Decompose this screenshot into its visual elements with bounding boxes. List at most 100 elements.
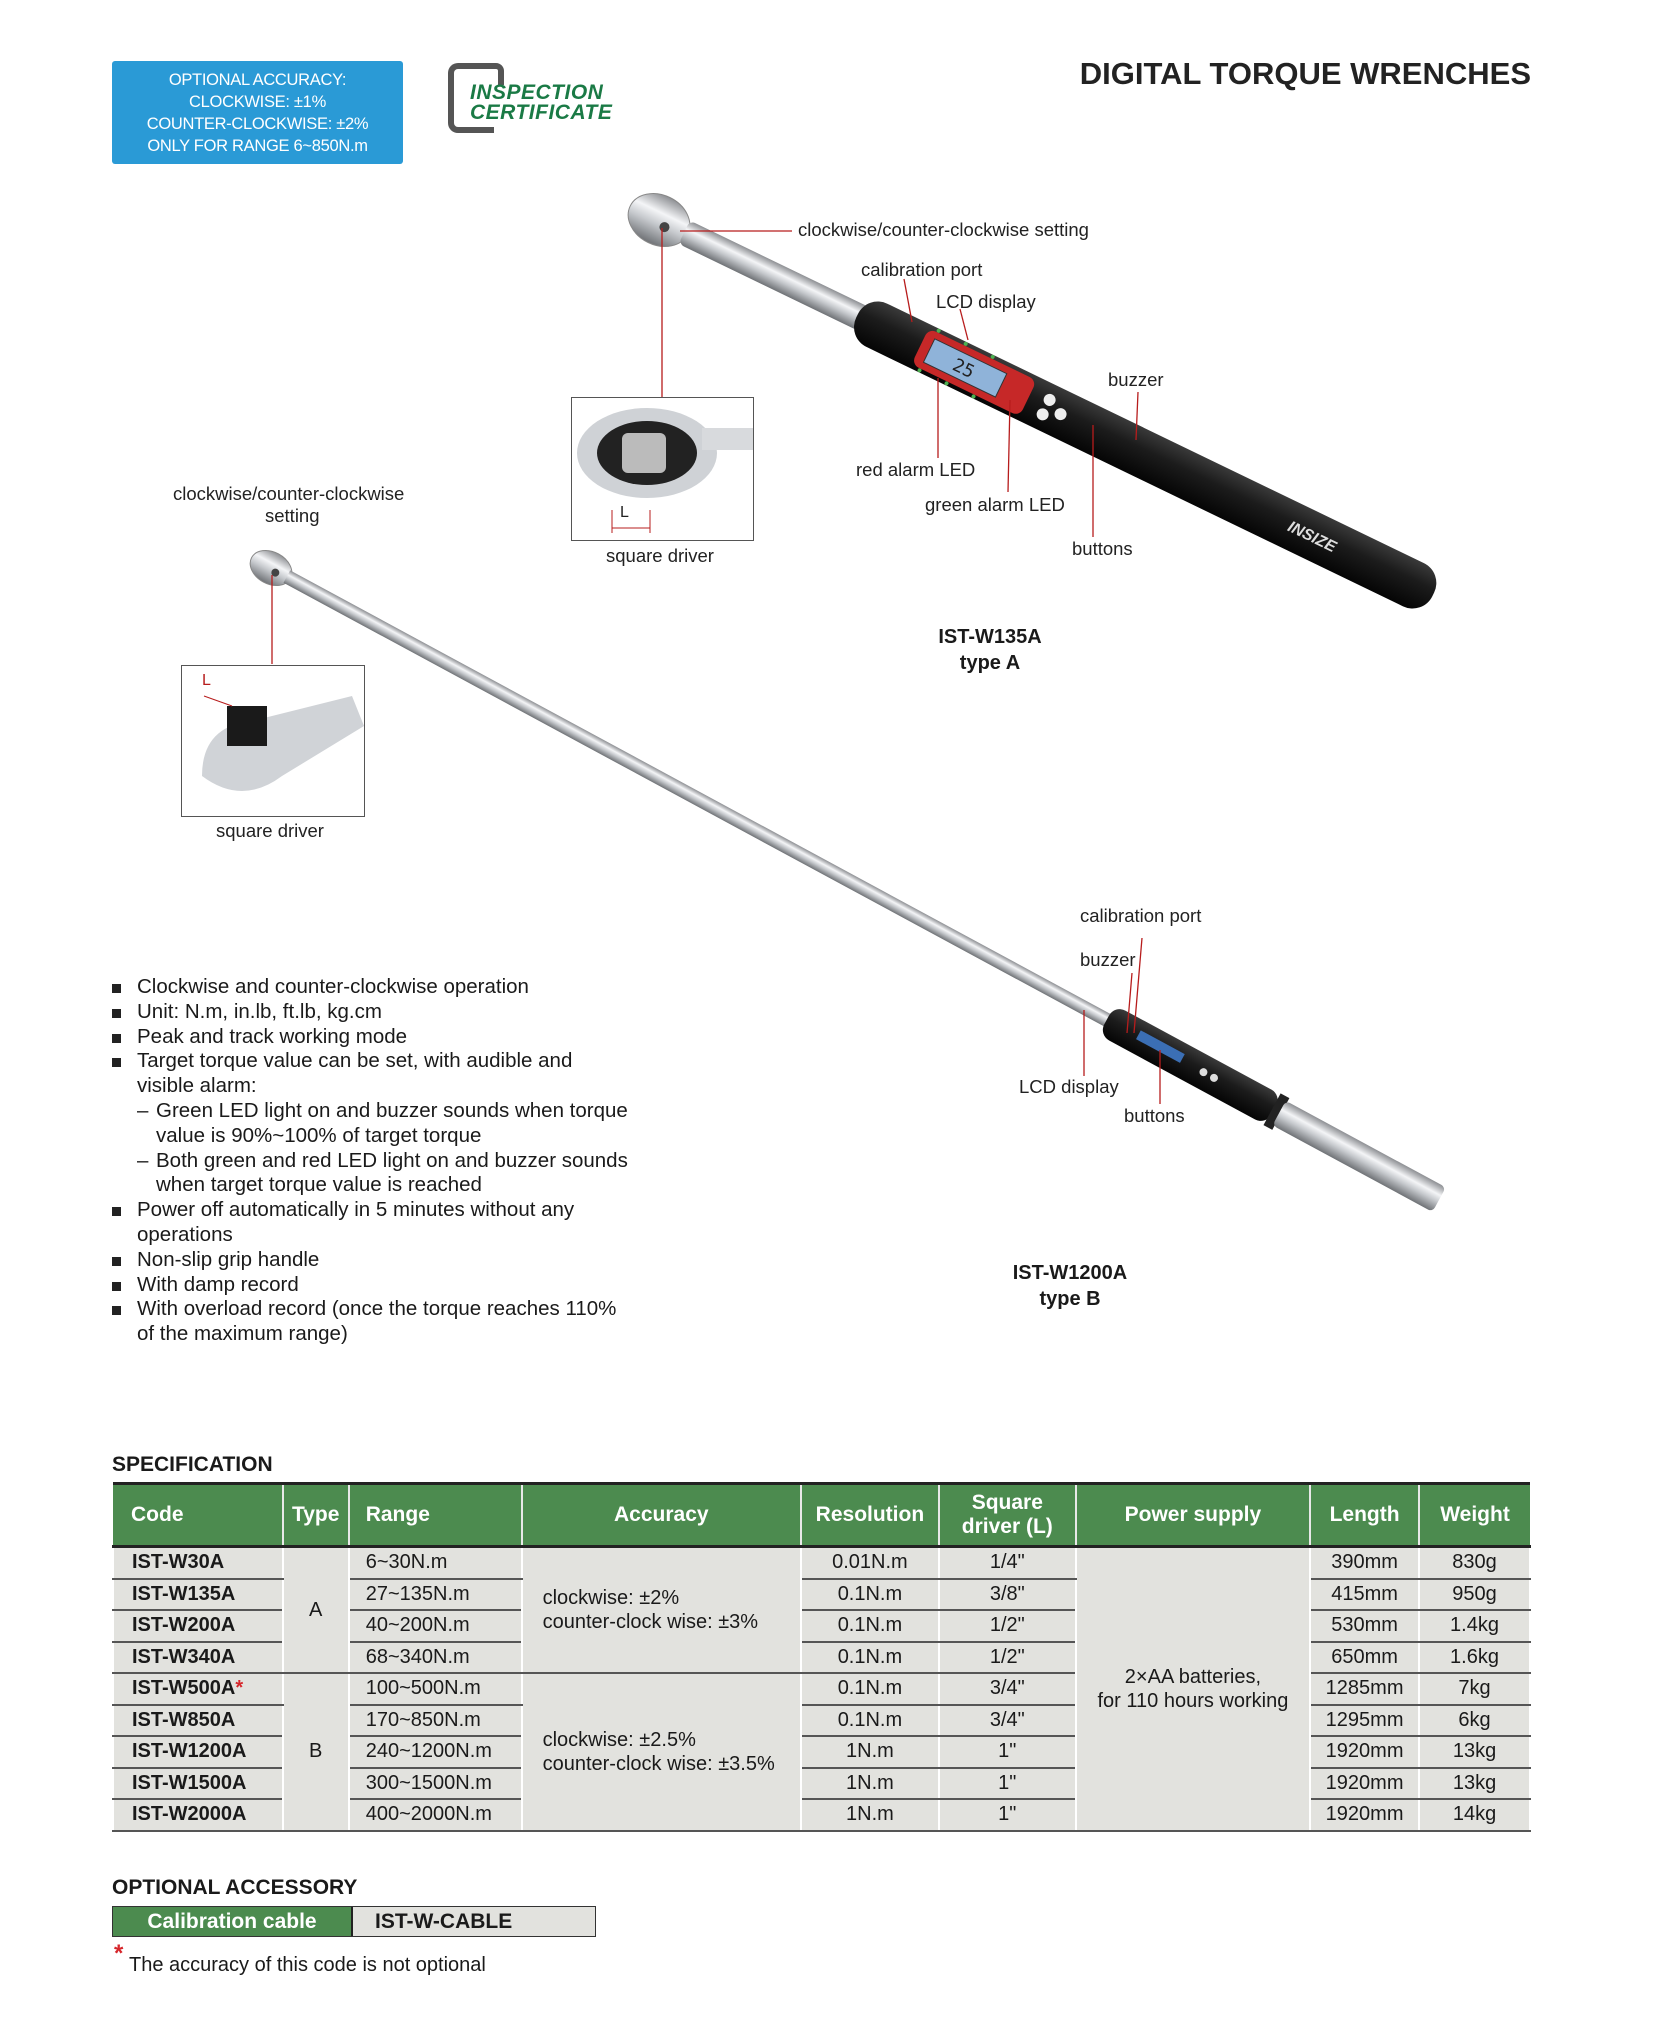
- column-header: Type: [281, 1482, 349, 1548]
- range-cell: 240~1200N.m: [347, 1735, 523, 1769]
- weight-cell: 14kg: [1418, 1798, 1531, 1832]
- type-cell: B: [281, 1672, 350, 1832]
- accuracy-cell: clockwise: ±2%counter-clock wise: ±3%: [520, 1545, 802, 1674]
- resolution-cell: 1N.m: [799, 1766, 940, 1800]
- specification-table: Code Type Range Accuracy Resolution Squa…: [112, 1482, 1531, 1832]
- weight-cell: 950g: [1418, 1577, 1531, 1611]
- label-square-driver-a: square driver: [606, 545, 714, 566]
- code-cell: IST-W1500A: [112, 1766, 284, 1800]
- range-cell: 27~135N.m: [347, 1577, 523, 1611]
- column-header: Range: [347, 1482, 522, 1548]
- feature-list: Clockwise and counter-clockwise operatio…: [112, 975, 632, 1347]
- feature-item: Unit: N.m, in.lb, ft.lb, kg.cm: [112, 1000, 632, 1025]
- label-buzzer-a: buzzer: [1108, 369, 1164, 390]
- resolution-cell: 0.1N.m: [799, 1609, 940, 1643]
- weight-cell: 7kg: [1418, 1672, 1531, 1706]
- resolution-cell: 0.1N.m: [799, 1577, 940, 1611]
- weight-cell: 13kg: [1418, 1766, 1531, 1800]
- length-cell: 1295mm: [1309, 1703, 1421, 1737]
- length-cell: 1920mm: [1309, 1735, 1421, 1769]
- length-cell: 1920mm: [1309, 1798, 1421, 1832]
- range-cell: 40~200N.m: [347, 1609, 523, 1643]
- code-cell: IST-W2000A: [112, 1798, 284, 1832]
- badge-line: ONLY FOR RANGE 6~850N.m: [147, 136, 368, 155]
- column-header: Accuracy: [520, 1482, 801, 1548]
- page-title: DIGITAL TORQUE WRENCHES: [1079, 56, 1531, 91]
- label-lcd-display-a: LCD display: [936, 291, 1036, 312]
- leader-lines-a: [661, 228, 1139, 537]
- badge-line: OPTIONAL ACCURACY:: [168, 70, 347, 89]
- accuracy-cell: clockwise: ±2.5%counter-clock wise: ±3.5…: [520, 1672, 802, 1832]
- range-cell: 300~1500N.m: [347, 1766, 523, 1800]
- label-buttons-a: buttons: [1072, 538, 1133, 559]
- length-cell: 390mm: [1309, 1545, 1421, 1580]
- weight-cell: 13kg: [1418, 1735, 1531, 1769]
- code-cell: IST-W135A: [112, 1577, 284, 1611]
- inspection-certificate-logo: INSPECTION CERTIFICATE: [448, 61, 648, 133]
- certificate-logo-line: CERTIFICATE: [470, 101, 613, 124]
- resolution-cell: 1N.m: [799, 1735, 940, 1769]
- label-calibration-port-a: calibration port: [861, 259, 983, 280]
- square-driver-cell: 1/4": [937, 1545, 1077, 1580]
- accuracy-line: clockwise: ±2.5%: [542, 1728, 696, 1751]
- column-header: Resolution: [799, 1482, 939, 1548]
- square-driver-cell: 3/8": [937, 1577, 1077, 1611]
- accuracy-line: counter-clock wise: ±3%: [542, 1611, 759, 1633]
- length-cell: 650mm: [1309, 1640, 1421, 1674]
- footnote-text: The accuracy of this code is not optiona…: [129, 1954, 486, 1976]
- product-code: IST-W850A: [132, 1708, 236, 1731]
- label-calibration-port-b: calibration port: [1080, 905, 1202, 926]
- product-code: IST-W2000A: [132, 1803, 247, 1826]
- model-type: type A: [959, 652, 1021, 674]
- power-supply-cell: 2×AA batteries,for 110 hours working: [1074, 1545, 1312, 1832]
- product-code: IST-W135A: [132, 1582, 236, 1605]
- asterisk-marker: *: [235, 1677, 244, 1700]
- weight-cell: 1.6kg: [1418, 1640, 1531, 1674]
- label-square-driver-b: square driver: [216, 820, 324, 841]
- column-header: Length: [1309, 1482, 1420, 1548]
- product-code: IST-W340A: [132, 1645, 236, 1668]
- range-cell: 6~30N.m: [347, 1545, 523, 1580]
- power-supply-line: for 110 hours working: [1097, 1689, 1289, 1712]
- column-header: Square driver (L): [937, 1482, 1076, 1548]
- feature-subitem: Both green and red LED light on and buzz…: [112, 1149, 632, 1199]
- product-code: IST-W500A: [132, 1677, 236, 1700]
- label-buzzer-b: buzzer: [1080, 949, 1136, 970]
- column-header: Code: [113, 1482, 283, 1548]
- accuracy-line: clockwise: ±2%: [542, 1587, 680, 1609]
- badge-line: COUNTER-CLOCKWISE: ±2%: [146, 114, 369, 133]
- button-icon: [1036, 408, 1049, 421]
- square-driver-inset-a: L: [571, 397, 754, 541]
- accessory-name: Calibration cable: [113, 1907, 353, 1936]
- code-cell: IST-W500A*: [112, 1672, 284, 1706]
- feature-item: Clockwise and counter-clockwise operatio…: [112, 975, 632, 1000]
- column-header: Power supply: [1074, 1482, 1311, 1548]
- code-cell: IST-W340A: [112, 1640, 284, 1674]
- resolution-cell: 0.1N.m: [799, 1640, 940, 1674]
- product-code: IST-W1200A: [132, 1740, 247, 1763]
- feature-subitem: Green LED light on and buzzer sounds whe…: [112, 1099, 632, 1149]
- accuracy-line: counter-clock wise: ±3.5%: [542, 1752, 775, 1775]
- length-cell: 1920mm: [1309, 1766, 1421, 1800]
- square-driver-cell: 3/4": [937, 1672, 1077, 1706]
- square-driver-cell: 1/2": [937, 1609, 1077, 1643]
- range-cell: 170~850N.m: [347, 1703, 523, 1737]
- label-direction-setting-b: clockwise/counter-clockwise: [173, 483, 405, 504]
- optional-accuracy-badge: OPTIONAL ACCURACY: CLOCKWISE: ±1% COUNTE…: [112, 61, 403, 164]
- square-driver-cell: 1/2": [937, 1640, 1077, 1674]
- label-red-alarm-led: red alarm LED: [856, 459, 976, 480]
- product-code: IST-W200A: [132, 1614, 236, 1637]
- wrench-type-a-image: 25 INSIZE: [627, 193, 1437, 609]
- button-icon: [1043, 393, 1056, 406]
- label-lcd-display-b: LCD display: [1019, 1076, 1119, 1097]
- range-cell: 400~2000N.m: [347, 1798, 523, 1832]
- dimension-label: L: [620, 504, 629, 521]
- weight-cell: 830g: [1418, 1545, 1531, 1580]
